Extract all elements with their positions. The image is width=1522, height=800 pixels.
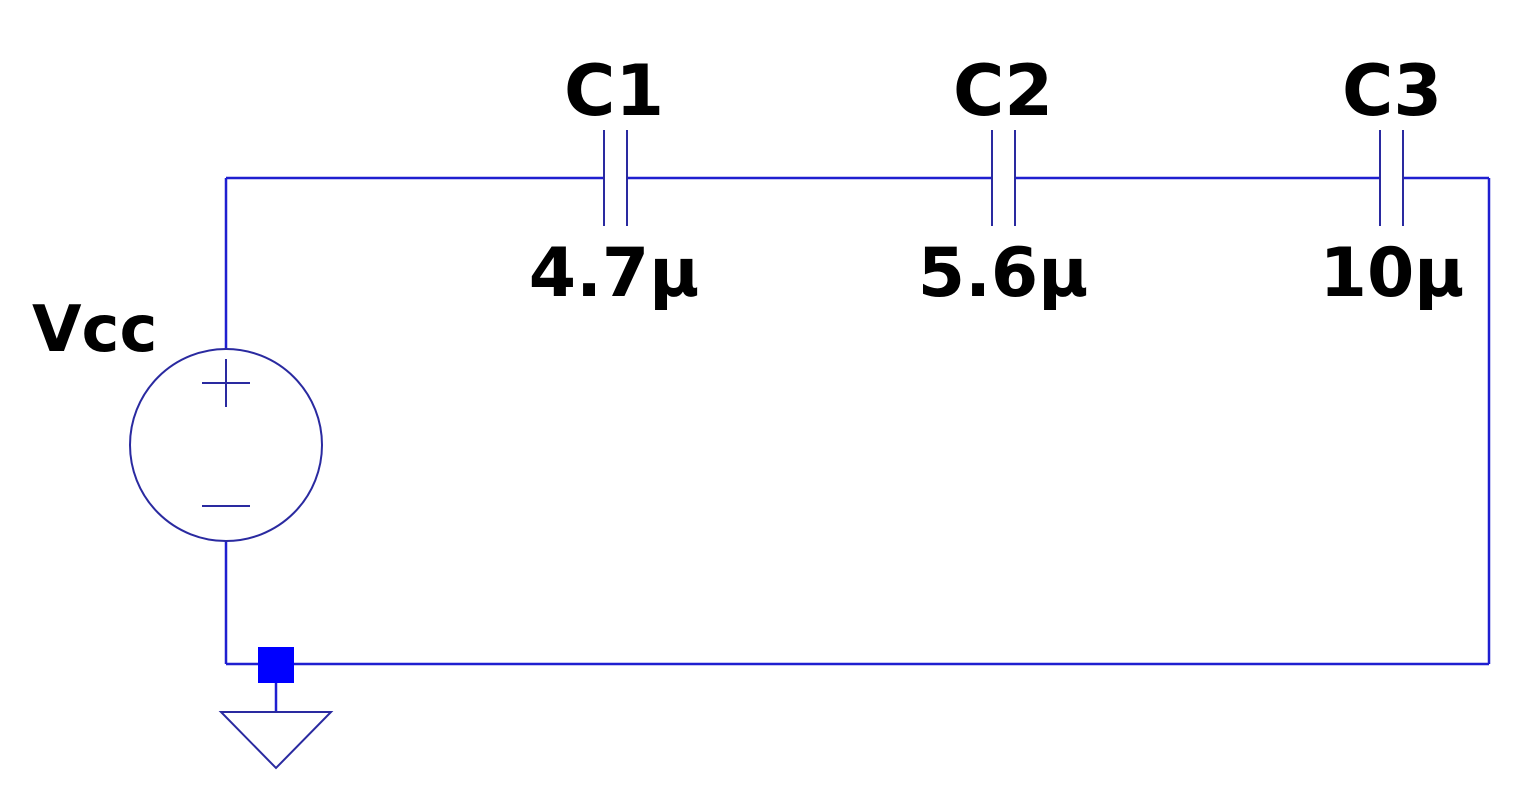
capacitor-c1[interactable] [603,130,628,226]
voltage-source[interactable] [129,348,323,542]
capacitor-c3[interactable] [1379,130,1404,226]
capacitor-c3-ref: C3 [1342,50,1442,132]
ground-icon[interactable] [218,711,334,770]
capacitor-c2[interactable] [991,130,1016,226]
capacitor-c3-value: 10µ [1320,234,1465,313]
wires [224,176,1491,712]
ground-node-marker[interactable] [258,647,294,683]
capacitor-c1-ref: C1 [564,50,664,132]
capacitor-c2-value: 5.6µ [918,234,1089,313]
capacitor-c2-ref: C2 [953,50,1053,132]
capacitor-c1-value: 4.7µ [529,234,700,313]
voltage-source-body [129,348,323,542]
source-name-label: Vcc [32,293,157,367]
